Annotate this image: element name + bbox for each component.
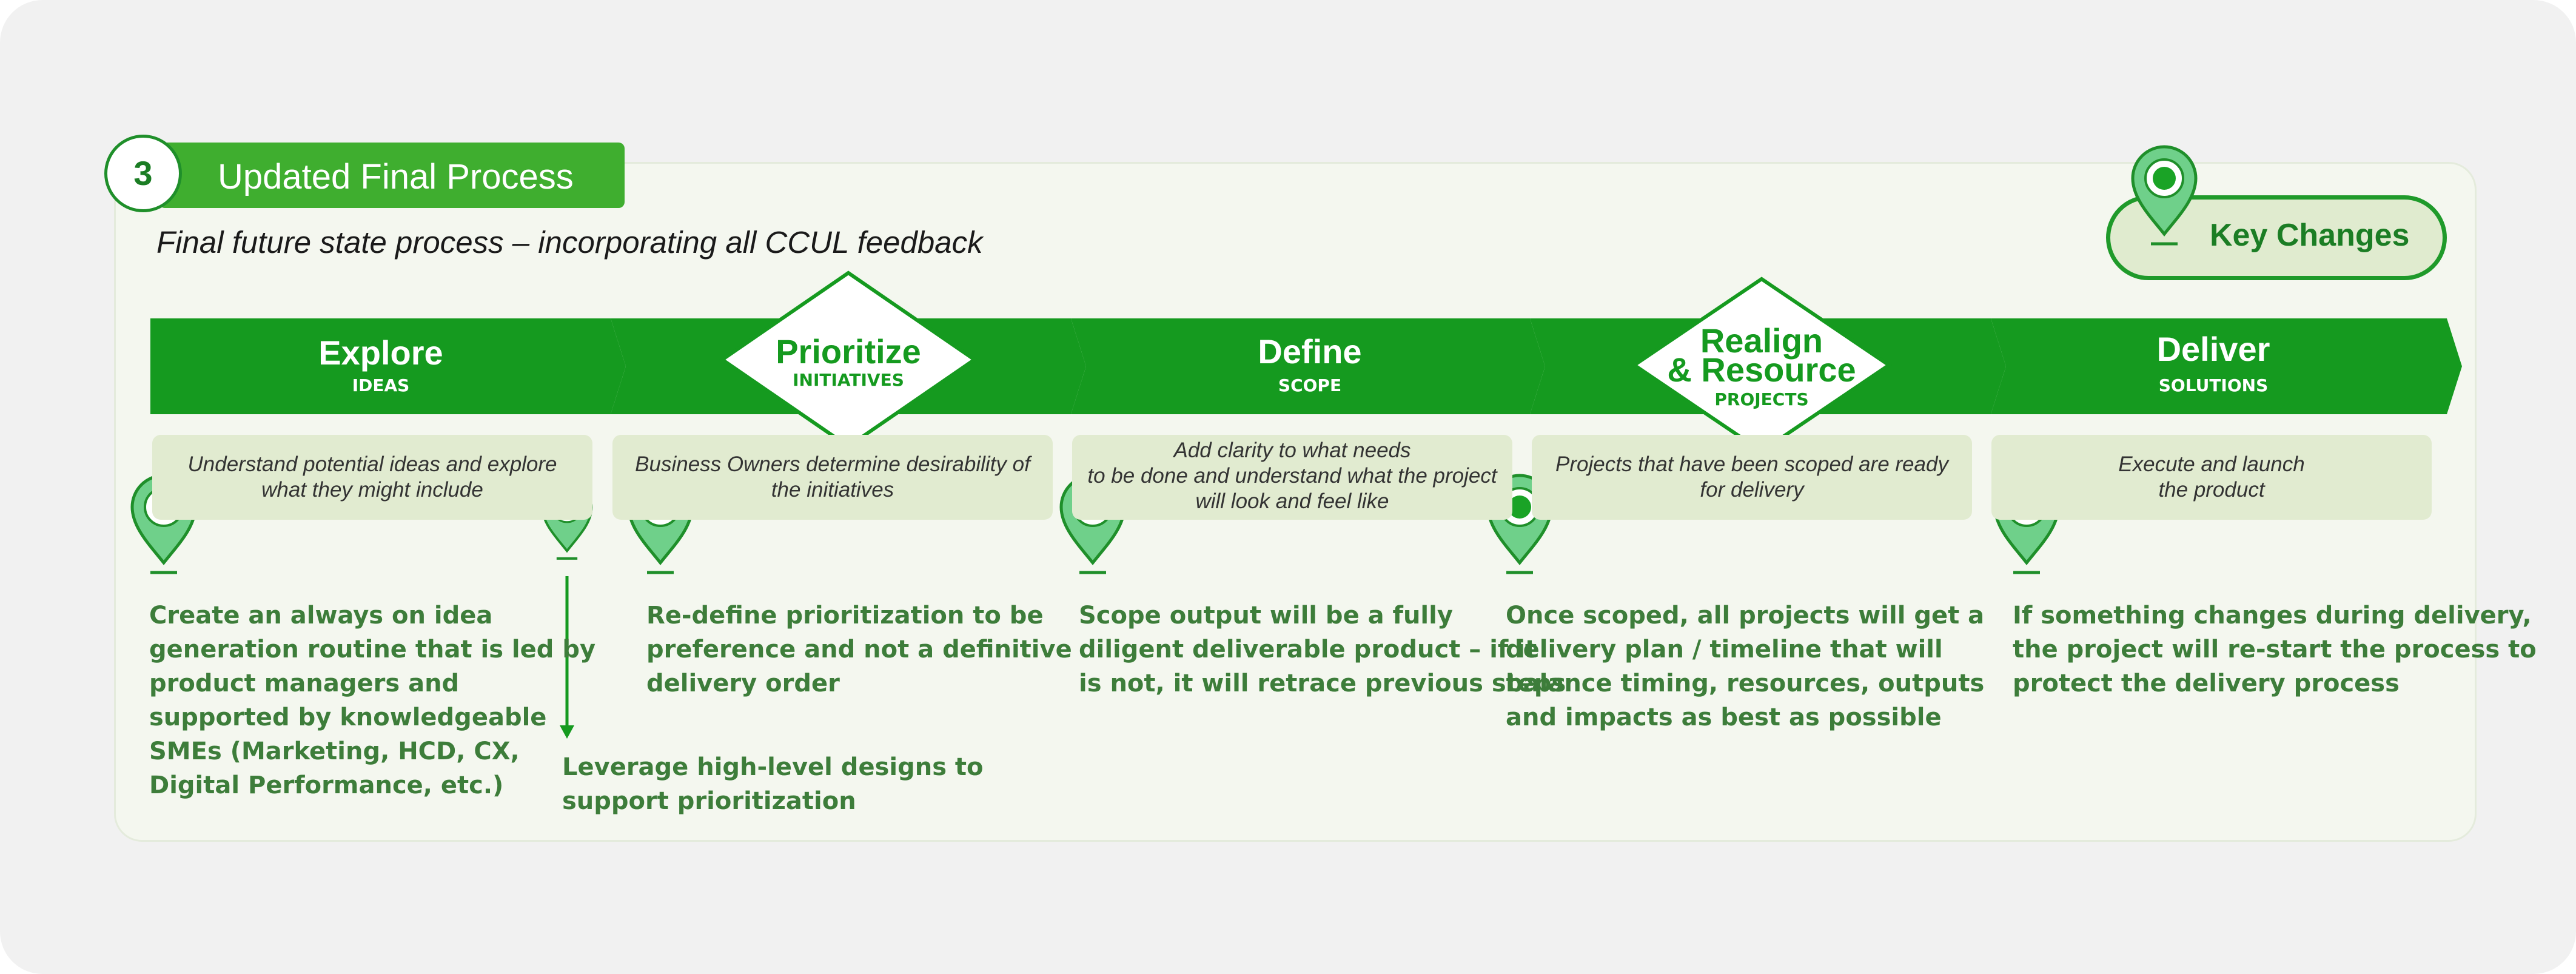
stage-subtitle-deliver: SOLUTIONS <box>2158 375 2269 395</box>
page-subtitle: Final future state process – incorporati… <box>156 225 983 260</box>
stage-title-realign-line1: Realign <box>1700 321 1823 360</box>
stage-arrow-deliver <box>1991 318 2462 414</box>
stage-subtitle-realign: PROJECTS <box>1714 389 1809 409</box>
stage-description-define: Add clarity to what needs to be done and… <box>1087 438 1497 513</box>
key-change-note-deliver: If something changes during delivery, th… <box>2013 602 2537 697</box>
stage-description-box-deliver <box>1991 435 2432 520</box>
stage-arrow-explore <box>150 318 626 414</box>
stage-description-box-prioritize <box>612 435 1053 520</box>
title-bar <box>159 143 625 208</box>
stage-title-prioritize: Prioritize <box>776 332 921 371</box>
stage-description-realign: Projects that have been scoped are ready… <box>1555 452 1948 502</box>
stage-title-explore: Explore <box>318 334 443 372</box>
stage-subtitle-define: SCOPE <box>1278 375 1342 395</box>
stage-description-explore: Understand potential ideas and explore w… <box>187 452 557 502</box>
stage-description-prioritize: Business Owners determine desirability o… <box>635 452 1030 502</box>
stage-title-define: Define <box>1258 332 1362 371</box>
key-changes-pin-icon <box>2133 147 2196 244</box>
key-change-note-designs: Leverage high-level designs to support p… <box>562 753 984 815</box>
key-change-note-realign: Once scoped, all projects will get a del… <box>1506 602 1985 731</box>
key-changes-label: Key Changes <box>2210 218 2410 253</box>
page-title: Updated Final Process <box>218 157 574 196</box>
stage-description-box-realign <box>1532 435 1972 520</box>
stage-description-deliver: Execute and launch the product <box>2118 452 2305 502</box>
step-number-circle <box>104 135 182 212</box>
key-change-note-explore: Create an always on idea generation rout… <box>149 602 596 799</box>
stage-description-box-define <box>1072 435 1512 520</box>
stage-arrow-define <box>1071 318 1545 414</box>
stage-title-realign-line2: & Resource <box>1667 351 1856 389</box>
stage-description-box-explore <box>152 435 592 520</box>
arrow-head-icon <box>560 725 574 739</box>
stage-subtitle-prioritize: INITIATIVES <box>793 370 904 390</box>
step-number: 3 <box>133 154 153 192</box>
key-change-note-prioritize: Re-define prioritization to be preferenc… <box>646 602 1072 697</box>
key-change-note-define: Scope output will be a fully diligent de… <box>1079 602 1566 697</box>
stage-title-deliver: Deliver <box>2156 330 2270 368</box>
stage-subtitle-explore: IDEAS <box>352 375 410 395</box>
